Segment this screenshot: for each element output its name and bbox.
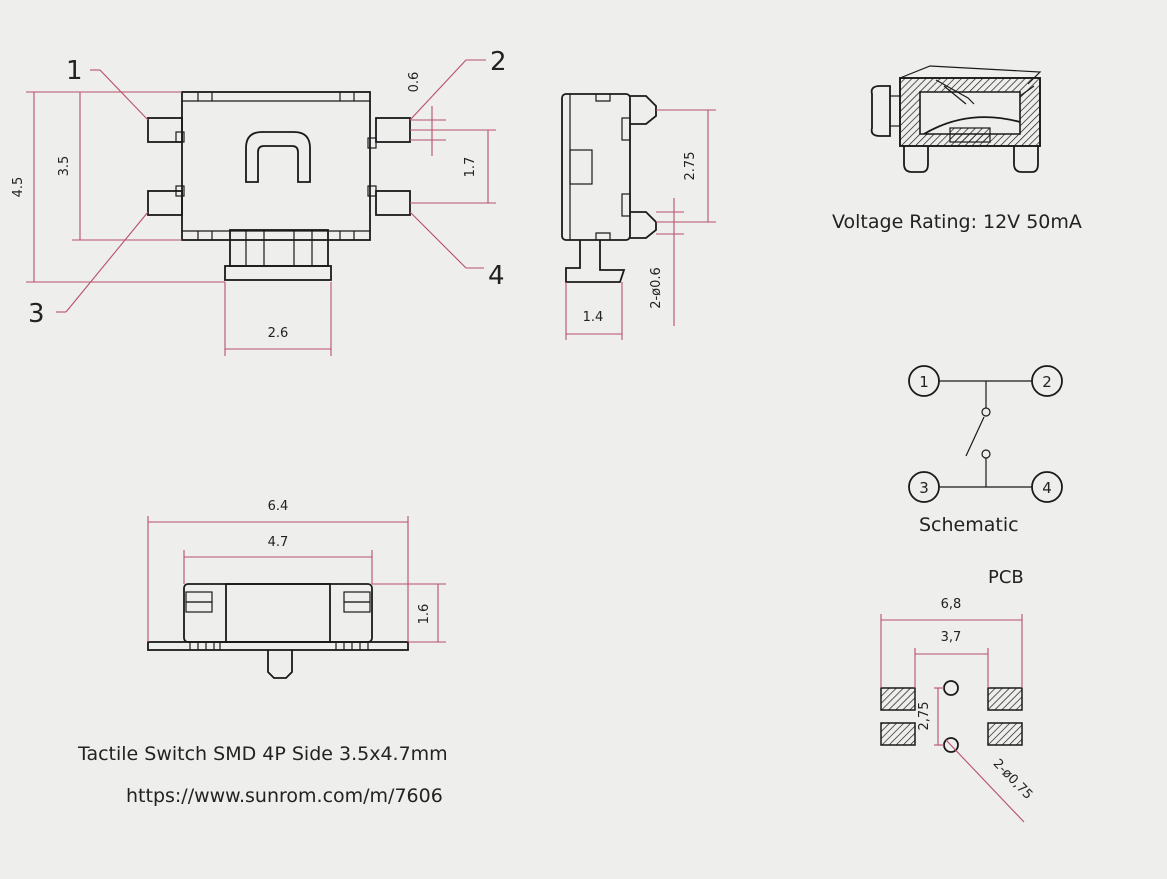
schematic-switch bbox=[939, 380, 1032, 488]
section-illustration bbox=[870, 65, 1042, 173]
dim-body-width: 4.7 bbox=[183, 535, 373, 584]
drawing-title: Tactile Switch SMD 4P Side 3.5x4.7mm bbox=[78, 743, 448, 765]
dim-label-4-7: 4.7 bbox=[268, 535, 289, 550]
dim-label-0-6: 0.6 bbox=[407, 72, 422, 93]
dim-pin-pitch: 1.7 bbox=[410, 129, 496, 204]
dim-label-hole-dia: 2-ø0,75 bbox=[990, 756, 1035, 802]
dim-post-diameter: 2-ø0.6 bbox=[649, 198, 684, 326]
schematic-pin-2-label: 2 bbox=[1042, 373, 1052, 391]
dim-label-4-5: 4.5 bbox=[11, 177, 26, 198]
side-view-post-top bbox=[630, 95, 657, 125]
schematic: 1 2 3 4 bbox=[908, 365, 1063, 503]
dim-height: 1.6 bbox=[372, 583, 446, 643]
pcb-pad-bottom-right bbox=[987, 722, 1023, 746]
top-view-actuator bbox=[224, 229, 332, 281]
dim-label-3-7: 3,7 bbox=[941, 630, 962, 645]
dim-label-1-6: 1.6 bbox=[417, 604, 432, 625]
top-view-actuator-mark bbox=[245, 131, 311, 183]
dim-actuator-depth: 1.4 bbox=[565, 282, 623, 340]
schematic-pin-4-label: 4 bbox=[1042, 479, 1052, 497]
top-view-pin-1 bbox=[147, 117, 183, 143]
dim-label-2-75-pcb: 2,75 bbox=[917, 702, 932, 731]
dim-inner-span: 3,7 bbox=[914, 630, 989, 688]
top-view-pin-4 bbox=[375, 190, 411, 216]
leader-pin-3: 3 bbox=[28, 211, 149, 329]
side-view-post-bottom bbox=[630, 211, 657, 239]
voltage-rating: Voltage Rating: 12V 50mA bbox=[832, 211, 1082, 233]
leader-pin-2: 2 bbox=[409, 47, 507, 121]
drawing-url[interactable]: https://www.sunrom.com/m/7606 bbox=[126, 785, 443, 807]
schematic-pin-3-label: 3 bbox=[919, 479, 929, 497]
pcb-pad-top-right bbox=[987, 687, 1023, 711]
top-view-pin-2 bbox=[375, 117, 411, 143]
dim-label-1-7: 1.7 bbox=[463, 157, 478, 178]
dim-label-2-75: 2.75 bbox=[683, 152, 698, 181]
dim-label-3-5: 3.5 bbox=[57, 156, 72, 177]
pin-number-4: 4 bbox=[488, 261, 505, 291]
pcb-pad-top-left bbox=[880, 687, 916, 711]
schematic-pin-4: 4 bbox=[1031, 471, 1063, 503]
dim-overall-width: 6.4 bbox=[147, 499, 409, 642]
dim-label-post-dia: 2-ø0.6 bbox=[649, 267, 664, 309]
side-view-body bbox=[561, 93, 631, 241]
front-view: 6.4 4.7 1.6 bbox=[147, 499, 446, 679]
top-view-pin-3 bbox=[147, 190, 183, 216]
dim-label-6-8: 6,8 bbox=[941, 597, 962, 612]
leader-pin-4: 4 bbox=[409, 211, 505, 291]
pcb-label: PCB bbox=[988, 567, 1024, 588]
dim-label-2-6: 2.6 bbox=[268, 326, 289, 341]
dim-hole-pitch: 2,75 bbox=[917, 687, 944, 746]
dim-hole-diameter: 2-ø0,75 bbox=[945, 739, 1035, 823]
side-view: 2.75 2-ø0.6 1.4 bbox=[561, 93, 716, 340]
schematic-pin-2: 2 bbox=[1031, 365, 1063, 397]
front-view-post bbox=[267, 650, 293, 679]
pcb-footprint: 6,8 3,7 2,75 2-ø0,75 bbox=[880, 597, 1035, 823]
front-view-base bbox=[147, 641, 409, 651]
pcb-hole-top bbox=[943, 680, 959, 696]
leader-pin-1: 1 bbox=[66, 56, 149, 121]
schematic-pin-1-label: 1 bbox=[919, 373, 929, 391]
schematic-pin-3: 3 bbox=[908, 471, 940, 503]
pcb-pad-bottom-left bbox=[880, 722, 916, 746]
dim-pin-width: 0.6 bbox=[407, 72, 446, 156]
schematic-pin-1: 1 bbox=[908, 365, 940, 397]
top-view-body bbox=[175, 91, 377, 241]
dim-label-1-4: 1.4 bbox=[583, 310, 604, 325]
pin-number-3: 3 bbox=[28, 299, 45, 329]
dim-body-height: 3.5 bbox=[57, 92, 182, 241]
top-view: 4.5 3.5 2.6 0.6 1.7 1 bbox=[11, 47, 507, 356]
pin-number-1: 1 bbox=[66, 56, 83, 86]
dim-total-height: 4.5 bbox=[11, 91, 225, 283]
dim-post-pitch: 2.75 bbox=[656, 109, 716, 223]
dim-actuator-width: 2.6 bbox=[224, 282, 332, 356]
dim-pad-span: 6,8 bbox=[880, 597, 1023, 688]
pin-number-2: 2 bbox=[490, 47, 507, 77]
schematic-label: Schematic bbox=[919, 514, 1019, 536]
dim-label-6-4: 6.4 bbox=[268, 499, 289, 514]
side-view-actuator bbox=[565, 240, 626, 283]
